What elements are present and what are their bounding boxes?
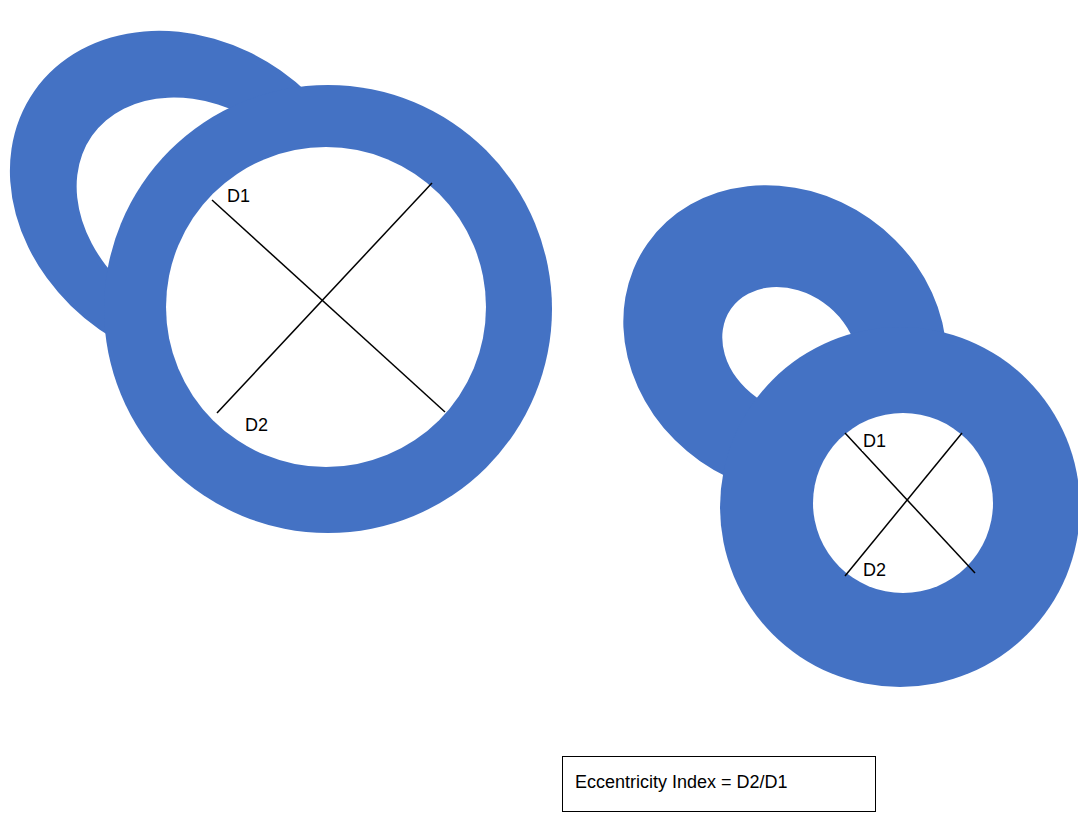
formula-box: Eccentricity Index = D2/D1 bbox=[562, 756, 876, 812]
front-ring bbox=[720, 327, 1078, 687]
diameter-label: D2 bbox=[862, 560, 887, 580]
diameter-label: D1 bbox=[226, 186, 251, 206]
diameter-label: D1 bbox=[862, 431, 887, 451]
front-ring bbox=[104, 85, 552, 533]
formula-text: Eccentricity Index = D2/D1 bbox=[575, 771, 863, 793]
diameter-line bbox=[217, 183, 432, 413]
front-lumen bbox=[166, 147, 486, 467]
diameter-label: D2 bbox=[244, 415, 269, 435]
diameter-line bbox=[845, 433, 962, 576]
front-lumen bbox=[813, 413, 993, 593]
